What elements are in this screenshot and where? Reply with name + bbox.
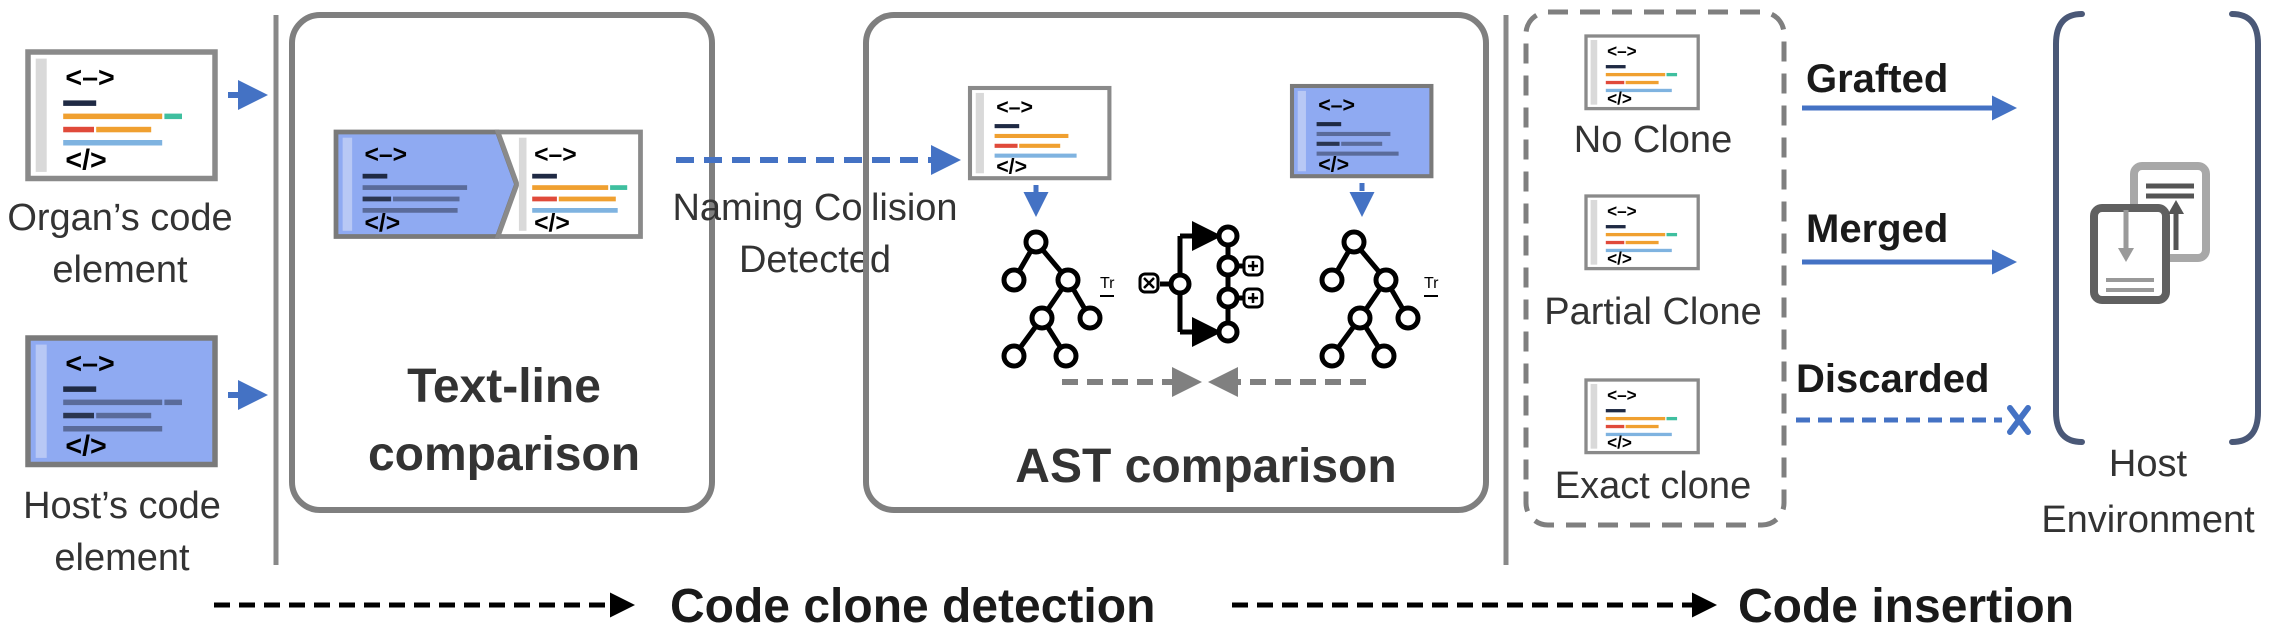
outcome-discarded: Discarded [1796,357,1989,401]
text-line-title-1: Text-line [407,360,601,413]
host-label-line1: Host’s code [23,485,221,527]
host-env-line2: Environment [2041,499,2255,541]
collision-label-1: Naming Collision [672,187,957,229]
code-file-icon: <–> </> [1289,83,1434,179]
organ-label-line2: element [52,249,188,291]
text-line-panel [289,12,715,513]
code-file-icon: <–> </> [1584,194,1700,271]
outcome-merged: Merged [1806,207,1948,251]
host-env-line1: Host [2109,443,2188,485]
svg-text:<–>: <–> [1607,201,1637,221]
svg-text:</>: </> [1607,249,1632,269]
svg-text:</>: </> [1607,89,1632,109]
svg-text:<–>: <–> [65,348,114,380]
code-file-icon: <–> </> [494,129,643,239]
text-line-title-2: comparison [368,428,640,481]
svg-text:<–>: <–> [1607,41,1637,61]
host-code-card: <–> </> [25,335,218,468]
svg-text:</>: </> [1607,433,1632,453]
clone-types-box [1523,9,1787,528]
svg-text:Tr: Tr [1100,275,1115,292]
no-clone-card: <–> </> [1584,34,1700,111]
text-line-host-card: <–> </> [333,129,520,239]
host-environment-icon [2090,162,2210,304]
svg-text:Tr: Tr [1424,275,1439,292]
discard-x-icon [2007,405,2031,435]
svg-text:<–>: <–> [996,95,1033,119]
svg-text:</>: </> [65,431,106,463]
code-file-icon: <–> </> [333,129,520,239]
host-label-line2: element [54,537,190,579]
ast-title: AST comparison [1015,440,1396,493]
ast-tree-icon: Tr [1319,229,1439,369]
organ-code-card: <–> </> [25,49,218,182]
svg-text:</>: </> [365,210,401,237]
diff-graph-icon [1138,221,1264,347]
svg-text:<–>: <–> [534,141,577,168]
svg-text:</>: </> [65,145,106,177]
footer-stage-insertion: Code insertion [1738,580,2074,633]
partial-clone-card: <–> </> [1584,194,1700,271]
clone-type-exact: Exact clone [1555,465,1751,507]
code-file-icon: <–> </> [1584,378,1700,455]
organ-label-line1: Organ’s code [7,197,232,239]
svg-text:</>: </> [996,154,1027,178]
ast-panel [863,12,1489,513]
ast-organ-card: <–> </> [967,85,1112,181]
code-file-icon: <–> </> [25,49,218,182]
code-file-icon: <–> </> [1584,34,1700,111]
outcome-grafted: Grafted [1806,57,1948,101]
svg-text:<–>: <–> [65,62,114,94]
svg-text:<–>: <–> [1318,93,1355,117]
clone-type-partial: Partial Clone [1544,291,1762,333]
svg-text:<–>: <–> [365,141,408,168]
ast-tree-icon: Tr [1001,229,1115,369]
code-file-icon: <–> </> [967,85,1112,181]
footer-stage-detection: Code clone detection [670,580,1155,633]
code-file-icon: <–> </> [25,335,218,468]
svg-text:</>: </> [534,210,570,237]
exact-clone-card: <–> </> [1584,378,1700,455]
svg-text:</>: </> [1318,152,1349,176]
host-environment-bracket [2053,11,2261,445]
clone-type-no-clone: No Clone [1574,119,1732,161]
svg-text:<–>: <–> [1607,385,1637,405]
text-line-organ-card: <–> </> [494,129,643,239]
ast-host-card: <–> </> [1289,83,1434,179]
